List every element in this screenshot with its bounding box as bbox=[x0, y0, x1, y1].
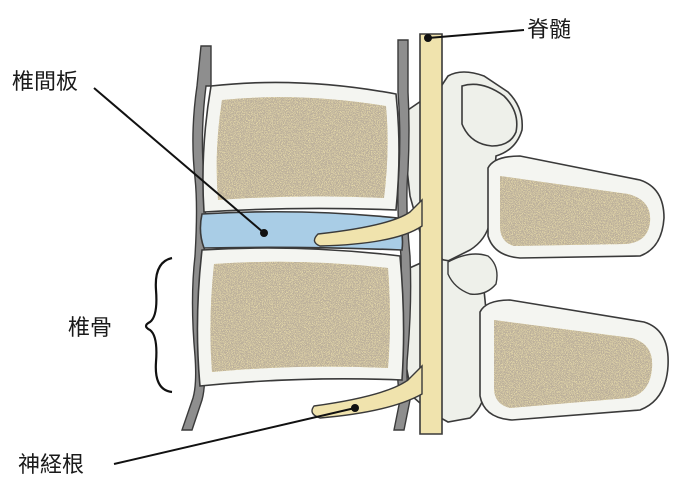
vertebral-body-upper-core bbox=[216, 97, 388, 200]
vertebra-brace bbox=[144, 256, 173, 394]
vertebral-body-lower-core bbox=[210, 261, 390, 372]
leader-dot-disc bbox=[260, 229, 268, 237]
spinal-cord bbox=[419, 33, 443, 435]
spinous-process-upper-core bbox=[500, 176, 651, 246]
leader-spinal-cord bbox=[427, 29, 525, 39]
label-vertebra: 椎骨 bbox=[68, 316, 113, 341]
label-nerve-root: 神経根 bbox=[18, 453, 85, 478]
leader-dot-nerve-root bbox=[351, 404, 359, 412]
spinous-process-lower-core bbox=[494, 320, 653, 408]
arch-joint bbox=[447, 253, 498, 295]
nerve-root-upper bbox=[313, 198, 423, 247]
nerve-root-lower bbox=[311, 364, 423, 419]
label-spinal-cord: 脊髄 bbox=[527, 18, 572, 43]
leader-disc bbox=[93, 87, 265, 234]
label-intervertebral-disc: 椎間板 bbox=[12, 70, 79, 95]
facet-joint bbox=[461, 83, 518, 147]
leader-nerve-root bbox=[113, 407, 356, 465]
leader-dot-spinal-cord bbox=[424, 34, 432, 42]
